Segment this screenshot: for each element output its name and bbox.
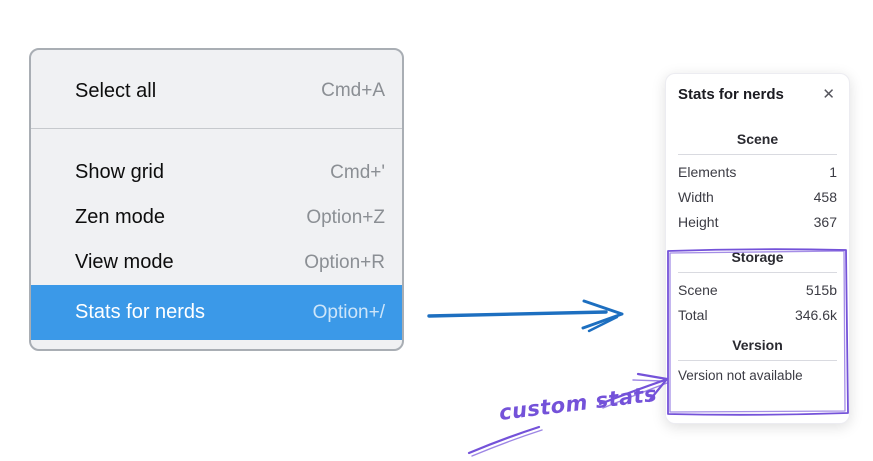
menu-item-label: Zen mode [75,206,166,228]
stat-value: 1 [829,163,837,180]
menu-item-label: Stats for nerds [75,301,206,323]
version-note: Version not available [678,368,803,383]
custom-stats-label: custom stats [498,382,659,425]
menu-separator [31,128,402,129]
section-divider [678,154,837,155]
scene-section-heading: Scene [736,131,779,147]
stat-value: 346.6k [794,306,837,323]
menu-item-shortcut: Option+R [304,251,385,273]
menu-item-label: View mode [75,251,174,273]
blue-arrow [427,299,624,333]
version-section-heading: Version [732,337,783,353]
stat-value: 367 [813,213,837,230]
context-menu: Select all Cmd+A Show grid Cmd+' Zen mod… [29,48,404,351]
stat-row-scene-storage: Scene 515b [678,277,837,302]
stat-value: 458 [813,188,837,205]
section-divider [678,272,837,273]
menu-item-show-grid[interactable]: Show grid Cmd+' [31,150,402,195]
menu-item-stats-for-nerds[interactable]: Stats for nerds Option+/ [31,285,402,340]
menu-item-shortcut: Cmd+' [330,161,385,183]
section-divider [678,360,837,361]
stat-label: Elements [678,163,737,180]
menu-item-shortcut: Option+Z [306,206,385,228]
stat-label: Total [678,306,708,323]
menu-spacer [31,129,402,150]
menu-item-shortcut: Cmd+A [321,80,385,101]
stat-label: Width [678,188,714,205]
stat-label: Height [678,213,719,230]
menu-item-view-mode[interactable]: View mode Option+R [31,240,402,285]
stat-row-height: Height 367 [678,209,837,234]
stats-panel-header: Stats for nerds ✕ [678,86,837,103]
stat-label: Scene [678,281,718,298]
menu-item-zen-mode[interactable]: Zen mode Option+Z [31,195,402,240]
close-icon[interactable]: ✕ [822,86,835,103]
purple-arrow [467,372,669,457]
stat-value: 515b [805,281,837,298]
menu-item-label: Select all [75,79,157,102]
stat-row-width: Width 458 [678,184,837,209]
stats-panel: Stats for nerds ✕ Scene Elements 1 Width… [665,73,850,424]
stat-row-elements: Elements 1 [678,159,837,184]
stat-row-total-storage: Total 346.6k [678,302,837,327]
menu-item-select-all[interactable]: Select all Cmd+A [31,54,402,128]
menu-item-label: Show grid [75,161,164,183]
storage-section-heading: Storage [731,249,784,265]
stats-panel-title: Stats for nerds [678,86,784,103]
menu-item-shortcut: Option+/ [312,301,385,323]
